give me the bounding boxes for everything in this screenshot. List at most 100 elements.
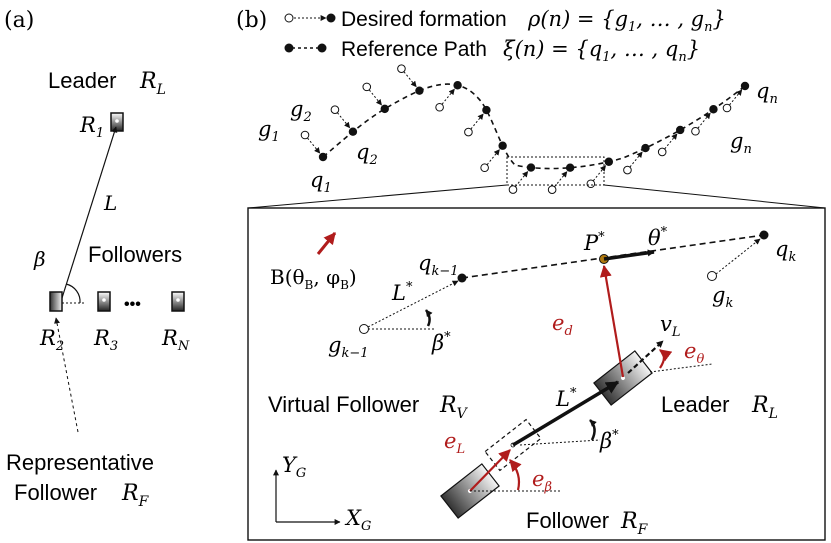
b-field-label: B(θB, φB)	[270, 265, 357, 292]
waypoint-qk	[759, 230, 769, 240]
robot-r2	[49, 291, 63, 312]
formation-link	[486, 149, 500, 165]
path-waypoint	[348, 127, 358, 136]
formation-target	[464, 127, 473, 137]
label-betastar-bottom: β*	[599, 428, 619, 453]
path-waypoint	[318, 152, 328, 162]
formation-target	[362, 82, 372, 92]
legend-path-label: Reference Path	[341, 38, 487, 61]
virtual-follower-label: Virtual Follower	[268, 392, 419, 417]
zoom-region	[506, 156, 605, 186]
label-lstar-top: L*	[391, 280, 413, 305]
ebeta-arc	[509, 459, 522, 491]
follower-inset-label: Follower	[526, 508, 609, 533]
formation-target	[691, 126, 700, 136]
label-g1: g1	[258, 117, 280, 145]
robot-r1-marker	[115, 119, 119, 123]
link-label: L	[103, 191, 117, 215]
label-ed: ed	[552, 311, 573, 339]
formation-target	[623, 165, 632, 175]
robot-rn-label: RN	[161, 326, 190, 354]
angle-beta-label: β	[33, 247, 46, 271]
path-waypoint	[604, 157, 614, 166]
robot-r3-marker	[102, 298, 106, 302]
x-axis-label: XG	[344, 506, 371, 534]
follower-inset-symbol: RF	[620, 509, 649, 538]
robot-r2-label: R2	[39, 326, 64, 354]
path-waypoint	[675, 125, 685, 135]
robot-r1-label: R1	[79, 113, 104, 141]
gk-link	[715, 238, 761, 275]
y-axis-label: YG	[282, 453, 306, 481]
representative-line2: Follower	[14, 480, 97, 505]
representative-pointer	[54, 317, 79, 433]
path-waypoint	[482, 105, 491, 115]
formation-targets	[300, 64, 743, 195]
formation-target	[547, 185, 557, 195]
zoom-guide-left	[247, 184, 508, 209]
path-waypoint	[415, 86, 424, 95]
panel-a: (a) Leader RL R1 L β Followers ••• R2 R3…	[4, 8, 190, 510]
leader-inset-symbol: RL	[751, 393, 778, 422]
theta-reference-line	[649, 363, 713, 373]
path-waypoint	[380, 104, 389, 114]
legend-formation-label: Desired formation	[341, 8, 507, 31]
path-waypoint	[565, 163, 575, 172]
path-waypoint	[709, 105, 718, 114]
label-vl: vL	[660, 312, 681, 340]
formation-target	[397, 64, 406, 73]
formation-target	[657, 147, 667, 157]
path-waypoint	[498, 141, 507, 150]
beta-arc-bottom	[589, 419, 597, 441]
path-waypoints	[318, 81, 750, 172]
formation-link	[629, 151, 643, 168]
formation-target	[300, 130, 310, 140]
legend-path-expr: ξ(n) = {q1, … , qn}	[503, 37, 700, 65]
leader-inset-label: Leader	[661, 392, 730, 417]
legend-filled-dot	[326, 13, 336, 23]
formation-link	[470, 113, 484, 130]
formation-link	[403, 71, 417, 88]
label-qk: qk	[775, 237, 796, 265]
panel-b-tag: (b)	[236, 8, 267, 33]
formation-link	[697, 112, 711, 129]
legend-formation-expr: ρ(n) = {g1, … , gn}	[527, 7, 726, 35]
formation-target	[480, 163, 489, 173]
etheta-arc	[659, 349, 673, 369]
path-waypoint	[453, 81, 462, 90]
formation-target	[586, 179, 596, 189]
label-pstar: P*	[583, 230, 605, 255]
label-q1: q1	[310, 168, 332, 196]
virtual-follower-symbol: RV	[439, 393, 469, 422]
formation-target	[330, 105, 340, 114]
target-gk	[707, 271, 717, 281]
link-line	[61, 126, 118, 299]
followers-label: Followers	[88, 242, 182, 267]
formation-link	[307, 137, 321, 154]
lstar-link	[367, 280, 459, 328]
formation-target	[435, 102, 444, 112]
label-lstar-bottom: L*	[555, 386, 577, 411]
formation-target	[722, 103, 732, 113]
label-g2: g2	[290, 97, 312, 125]
el-vector	[469, 449, 511, 492]
label-thetastar: θ*	[648, 225, 668, 250]
reference-path	[322, 83, 746, 170]
label-etheta: eθ	[684, 339, 704, 367]
legend: Desired formation ρ(n) = {g1, … , gn} Re…	[284, 7, 726, 65]
label-qk-1: qk−1	[418, 251, 459, 279]
path-waypoint	[740, 81, 750, 91]
legend-path-dot-1	[284, 43, 294, 53]
label-gn: gn	[730, 129, 752, 157]
formation-link	[554, 171, 568, 187]
target-gk-1	[359, 324, 369, 334]
panel-a-tag: (a)	[4, 8, 34, 33]
legend-hollow-dot	[284, 13, 294, 23]
ellipsis: •••	[124, 296, 141, 313]
theta-arrow	[603, 249, 655, 261]
zoom-guide-right	[603, 184, 826, 209]
label-gk-1: gk−1	[328, 333, 369, 361]
label-qn: qn	[756, 79, 778, 107]
representative-symbol: RF	[121, 481, 150, 510]
